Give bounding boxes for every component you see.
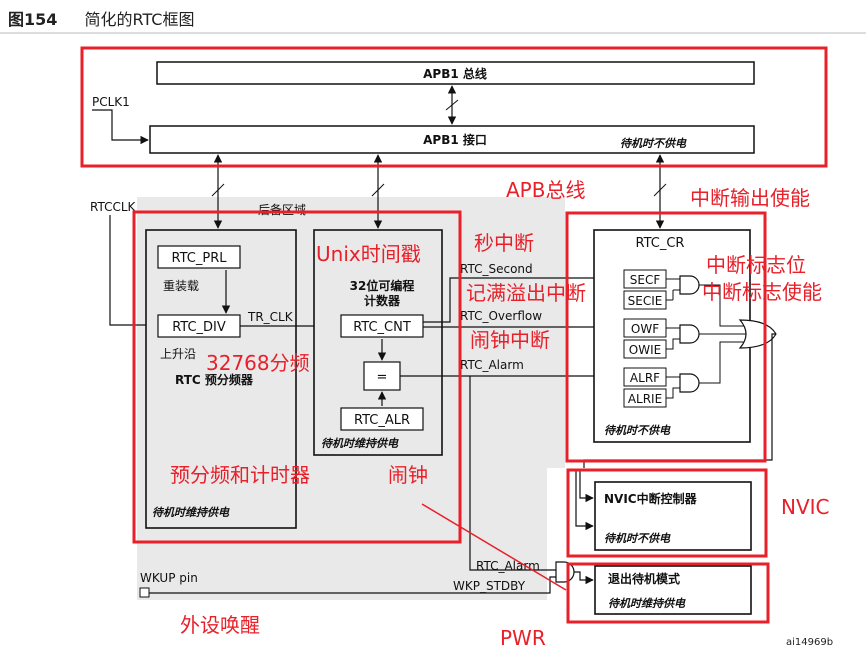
rtc-cr-label: RTC_CR [636,236,685,251]
bus-link-slash [445,99,459,111]
counter-standby-label: 待机时维持供电 [321,437,399,450]
tr-clk-label: TR_CLK [247,310,294,324]
rtc-cnt-label: RTC_CNT [353,320,411,335]
figure-number: 图154 [8,10,58,29]
and-gate-second [679,275,700,295]
prescaler-label: RTC 预分频器 [175,372,254,387]
or-in-1 [699,284,744,327]
exit-standby-standby-label: 待机时维持供电 [608,597,686,610]
owie-wire [666,338,680,350]
secf-label: SECF [630,273,661,287]
nvic-standby-label: 待机时不供电 [604,532,671,545]
and-gate-overflow [679,324,700,344]
annotation-box-backup [132,210,462,544]
owf-label: OWF [631,322,659,336]
rtc-alr-box [340,407,424,431]
exit-standby-block [594,565,752,615]
slash-2 [371,183,385,197]
pclk1-line [92,109,149,145]
slash-3 [653,183,667,197]
wkup-pin-box [139,587,150,598]
second-line [423,273,623,323]
secie-label: SECIE [628,294,663,308]
wkp-stdby-label: WKP_STDBY [453,579,526,593]
alrie-wire [666,387,680,399]
annotation-irq-flag-enable: 中断标志使能 [702,280,822,304]
backup-domain-label: 后备区域 [258,203,306,217]
counter-title-1: 32位可编程 [350,278,415,293]
rtcclk-line [109,215,156,330]
annotation-irq-out-enable: 中断输出使能 [690,186,810,210]
comparator-label: = [377,370,388,385]
annotation-apb-bus: APB总线 [506,178,585,202]
rtcclk-label: RTCCLK [90,200,137,214]
ctrl-standby-label: 待机时不供电 [604,424,671,437]
pclk1-label: PCLK1 [92,95,130,109]
rtc-second-label: RTC_Second [460,262,533,276]
alrf-label: ALRF [630,371,660,385]
annotation-box-nvic [566,468,768,558]
alrie-label: ALRIE [628,392,662,406]
annotation-box-pwr [566,562,770,624]
rtc-alr-label: RTC_ALR [354,413,410,428]
annotation-pwr: PWR [500,626,546,650]
counter-title-2: 计数器 [364,293,401,308]
rtc-prl-box [157,245,241,269]
annotation-prescale-timer: 预分频和计时器 [170,463,310,487]
figure-caption: 简化的RTC框图 [84,10,195,29]
prescaler-standby-label: 待机时维持供电 [152,506,230,519]
annotation-box-ctrl [565,211,767,463]
alarm-down-line [469,376,556,571]
annotation-alarm: 闹钟 [388,463,428,487]
rtc-alarm-label: RTC_Alarm [460,358,524,372]
apb1-bus-box [156,61,755,85]
rtc-cnt-box [340,314,424,338]
slash-1 [211,183,225,197]
annotation-irq-flag: 中断标志位 [706,253,806,277]
annotation-box-apb [80,46,828,168]
figure-id: ai14969b [786,637,833,648]
annotation-overflow-irq: 记满溢出中断 [466,281,586,305]
prescaler-block [145,229,297,529]
exit-standby-label: 退出待机模式 [608,571,680,586]
annotation-alarm-irq: 闹钟中断 [470,328,550,352]
rtc-prl-label: RTC_PRL [172,251,228,266]
nvic-in-1 [579,470,594,503]
nvic-block [594,481,752,551]
annotation-second-irq: 秒中断 [474,231,534,255]
annotation-unix-timestamp: Unix时间戳 [316,242,421,266]
apb1-standby-label: 待机时不供电 [620,137,687,150]
apb1-interface-label: APB1 接口 [423,132,487,147]
annotation-div-32768: 32768分频 [206,351,310,375]
irq-out-line [583,333,776,468]
wkup-line [149,576,556,594]
owie-label: OWIE [629,343,661,357]
or-in-3 [699,341,744,384]
comparator-box [363,361,401,391]
reload-label: 重装载 [163,279,199,293]
nvic-label: NVIC中断控制器 [604,491,698,506]
rising-edge-label: 上升沿 [160,347,196,361]
apb1-bus-label: APB1 总线 [423,66,487,81]
rtc-cr-block [593,229,751,443]
nvic-in-2 [575,470,594,531]
apb1-interface-box [149,125,755,154]
wake-out-line [574,571,594,585]
and-gate-alarm [679,373,700,393]
annotation-nvic: NVIC [781,495,830,519]
figure-title: 图154 简化的RTC框图 [8,6,194,30]
wkup-pin-label: WKUP pin [140,571,198,585]
rtc-alarm2-label: RTC_Alarm [476,559,540,573]
rtc-overflow-label: RTC_Overflow [460,309,542,323]
annotation-wakeup: 外设唤醒 [180,613,260,637]
rtc-div-label: RTC_DIV [172,320,226,335]
annotation-pointer [421,503,567,591]
